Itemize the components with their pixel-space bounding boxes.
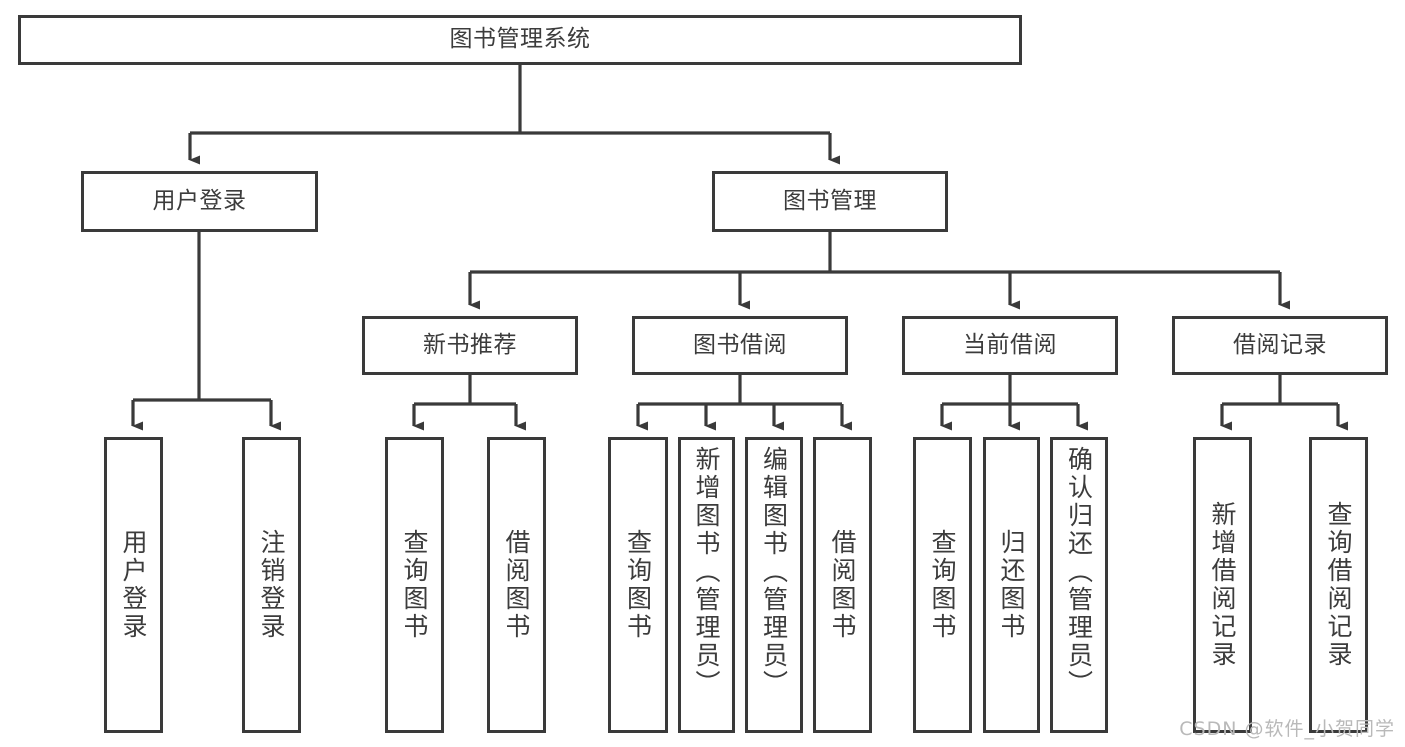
node-book-borrow[interactable]: 图书借阅 [632, 316, 848, 375]
node-leaf-borrow-book-1[interactable]: 借阅图书 [487, 437, 546, 733]
node-leaf-query-book-3-label: 查询图书 [928, 529, 957, 641]
node-borrow-record-label: 借阅记录 [1233, 331, 1327, 358]
node-leaf-borrow-book-2[interactable]: 借阅图书 [813, 437, 872, 733]
node-leaf-borrow-book-1-label: 借阅图书 [502, 529, 531, 641]
node-leaf-edit-book-label: 编辑图书（管理员） [759, 446, 789, 698]
node-leaf-query-record-label: 查询借阅记录 [1324, 501, 1353, 669]
node-leaf-user-login-label: 用户登录 [119, 529, 148, 641]
node-leaf-query-book-3[interactable]: 查询图书 [913, 437, 972, 733]
node-leaf-user-login[interactable]: 用户登录 [104, 437, 163, 733]
node-leaf-query-record[interactable]: 查询借阅记录 [1309, 437, 1368, 733]
node-leaf-query-book-2[interactable]: 查询图书 [608, 437, 668, 733]
node-new-book-recommend[interactable]: 新书推荐 [362, 316, 578, 375]
node-user-login-label: 用户登录 [152, 187, 247, 214]
node-leaf-query-book-2-label: 查询图书 [623, 529, 653, 641]
node-leaf-query-book-1[interactable]: 查询图书 [385, 437, 444, 733]
node-leaf-add-book[interactable]: 新增图书（管理员） [678, 437, 735, 733]
leaf-confirm-return-inner: 确认归还（管理员） [1053, 440, 1105, 730]
leaf-edit-book-inner: 编辑图书（管理员） [748, 440, 800, 730]
node-leaf-add-book-label: 新增图书（管理员） [692, 446, 721, 698]
node-leaf-confirm-return[interactable]: 确认归还（管理员） [1050, 437, 1108, 733]
node-leaf-confirm-return-label: 确认归还（管理员） [1064, 446, 1094, 698]
node-new-book-recommend-label: 新书推荐 [423, 331, 517, 358]
leaf-borrow-book-1-inner: 借阅图书 [490, 440, 543, 730]
leaf-return-book-inner: 归还图书 [986, 440, 1037, 730]
leaf-borrow-book-2-inner: 借阅图书 [816, 440, 869, 730]
leaf-query-record-inner: 查询借阅记录 [1312, 440, 1365, 730]
node-leaf-return-book-label: 归还图书 [997, 529, 1026, 641]
leaf-add-book-inner: 新增图书（管理员） [681, 440, 732, 730]
node-leaf-add-record-label: 新增借阅记录 [1208, 501, 1237, 669]
node-leaf-borrow-book-2-label: 借阅图书 [828, 529, 857, 641]
node-current-borrow-label: 当前借阅 [963, 331, 1057, 358]
node-leaf-return-book[interactable]: 归还图书 [983, 437, 1040, 733]
leaf-user-logout-inner: 注销登录 [245, 440, 298, 730]
node-leaf-user-logout-label: 注销登录 [257, 529, 286, 641]
leaf-query-book-1-inner: 查询图书 [388, 440, 441, 730]
node-user-login[interactable]: 用户登录 [81, 171, 318, 232]
node-leaf-edit-book[interactable]: 编辑图书（管理员） [745, 437, 803, 733]
node-current-borrow[interactable]: 当前借阅 [902, 316, 1118, 375]
node-root[interactable]: 图书管理系统 [18, 15, 1022, 65]
node-book-manage[interactable]: 图书管理 [712, 171, 948, 232]
node-root-label: 图书管理系统 [449, 26, 591, 53]
node-book-manage-label: 图书管理 [783, 187, 877, 214]
node-borrow-record[interactable]: 借阅记录 [1172, 316, 1388, 375]
leaf-user-login-inner: 用户登录 [107, 440, 160, 730]
node-leaf-query-book-1-label: 查询图书 [400, 529, 429, 641]
node-leaf-add-record[interactable]: 新增借阅记录 [1193, 437, 1252, 733]
node-leaf-user-logout[interactable]: 注销登录 [242, 437, 301, 733]
leaf-query-book-2-inner: 查询图书 [611, 440, 665, 730]
leaf-add-record-inner: 新增借阅记录 [1196, 440, 1249, 730]
node-book-borrow-label: 图书借阅 [693, 331, 787, 358]
leaf-query-book-3-inner: 查询图书 [916, 440, 969, 730]
